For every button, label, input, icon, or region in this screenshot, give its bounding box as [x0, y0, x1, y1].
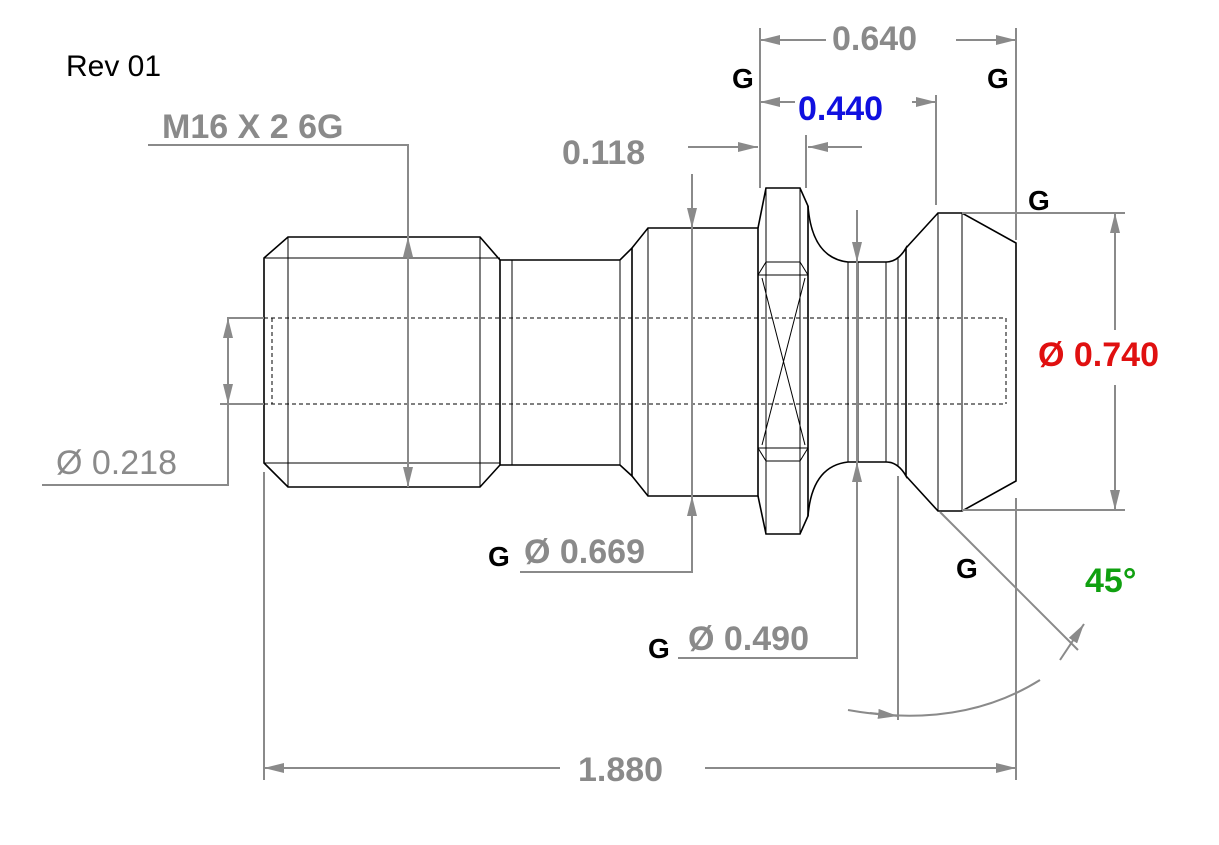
dia-0669-label: Ø 0.669: [524, 533, 645, 571]
gdt-mark: G: [1028, 185, 1050, 216]
revision-label: Rev 01: [66, 50, 161, 83]
head-section: [905, 212, 1017, 512]
length-0640-label: 0.640: [832, 20, 917, 58]
gdt-mark: G: [987, 63, 1009, 94]
dia-0740-label: Ø 0.740: [1038, 336, 1159, 374]
length-0440-label: 0.440: [798, 90, 883, 128]
thickness-0118-label: 0.118: [562, 134, 645, 172]
gdt-marks: G G G G G G: [488, 63, 1050, 664]
neck-section: [500, 246, 633, 478]
collar-section: [631, 227, 759, 497]
thread-spec-label: M16 X 2 6G: [162, 108, 343, 146]
gdt-mark: G: [956, 553, 978, 584]
dimension-labels: M16 X 2 6G Ø 0.218 1.880 0.640 0.440 0.1…: [56, 20, 1159, 789]
dimension-lines: [42, 28, 1125, 780]
dia-0490-label: Ø 0.490: [688, 620, 809, 658]
flange-section: [757, 187, 809, 535]
gdt-mark: G: [732, 63, 754, 94]
part-outline: [263, 187, 1017, 535]
dia-0218-label: Ø 0.218: [56, 444, 177, 482]
overall-length-label: 1.880: [578, 751, 663, 789]
gdt-mark: G: [488, 541, 510, 572]
gdt-mark: G: [648, 633, 670, 664]
angle-45-label: 45°: [1085, 562, 1136, 600]
center-bore-hidden-lines: [264, 317, 1007, 405]
thread-section: [263, 236, 501, 488]
